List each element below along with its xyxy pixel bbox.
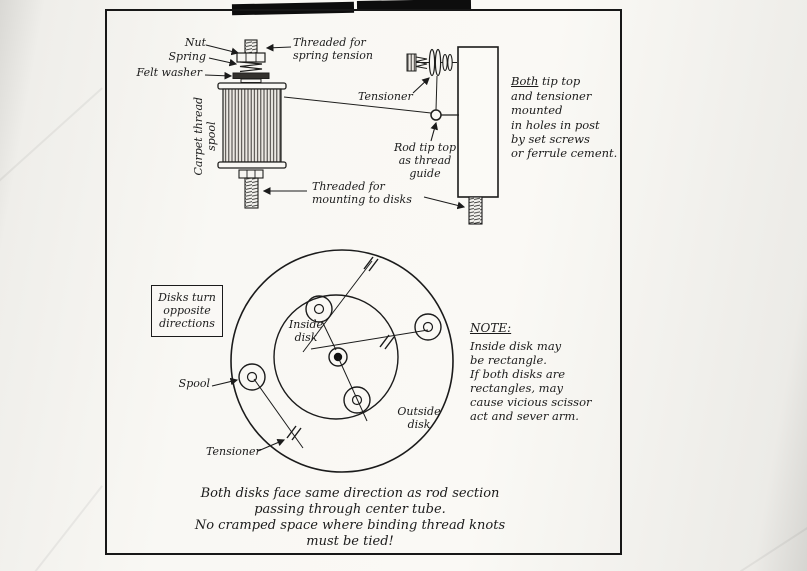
- nut-label: Nut: [184, 36, 206, 49]
- note-title: NOTE:: [470, 321, 512, 335]
- note-body: Inside disk may be rectangle. If both di…: [470, 339, 592, 424]
- caption-no-cramped-space: No cramped space where binding thread kn…: [194, 518, 506, 550]
- tensioner-label: Tensioner: [358, 90, 413, 103]
- post-mounting-note: Both tip top and tensioner mounted in ho…: [511, 60, 621, 161]
- outside-disk-label: Outside disk: [397, 405, 441, 432]
- spool-assembly-drawing: [217, 39, 287, 209]
- bottom-label-arrows: [211, 377, 286, 452]
- disks-turn-note-box: Disks turn opposite directions: [151, 285, 223, 337]
- tensioner-assembly-drawing: [406, 48, 457, 77]
- disks-drawing: [230, 249, 454, 473]
- rod-tip-top-label: Rod tip top as thread guide: [393, 141, 456, 181]
- felt-washer-label: Felt washer: [136, 66, 202, 79]
- spool-label: Spool: [178, 377, 210, 390]
- top-label-arrows: [204, 43, 466, 210]
- diagram-frame: [105, 9, 622, 555]
- tensioner-label-bottom: Tensioner: [206, 445, 261, 458]
- post-note-underlined-word: Both: [511, 74, 539, 89]
- post-drawing: [457, 46, 499, 225]
- carpet-thread-spool-label: Carpet thread spool: [191, 96, 218, 176]
- caption-disks-direction: Both disks face same direction as rod se…: [200, 486, 500, 518]
- spring-label: Spring: [168, 50, 206, 63]
- threaded-spring-tension-label: Threaded for spring tension: [293, 36, 373, 63]
- inside-disk-label: Inside disk: [288, 318, 324, 345]
- threaded-mounting-label: Threaded for mounting to disks: [312, 180, 412, 207]
- post-note-text: tip top and tensioner mounted in holes i…: [511, 74, 618, 161]
- thread-lines: [283, 75, 459, 121]
